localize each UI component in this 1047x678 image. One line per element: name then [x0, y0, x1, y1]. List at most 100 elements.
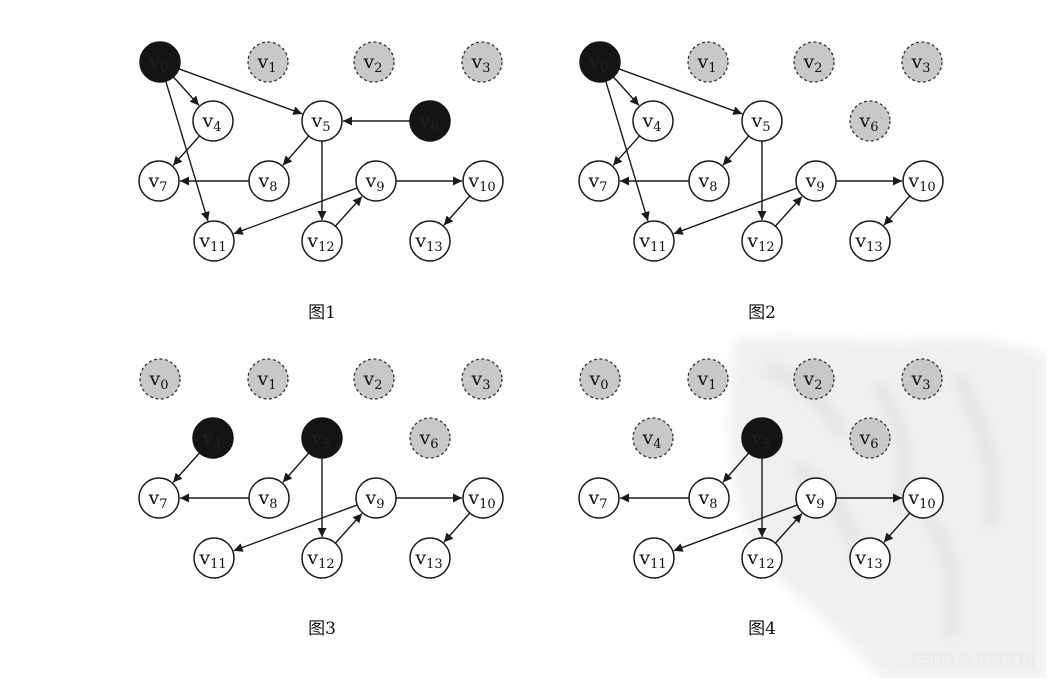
node-circle-v11: [193, 537, 235, 579]
node-v12: v12: [741, 537, 783, 579]
node-label-v4: v4: [201, 427, 221, 452]
node-circle-v9: [795, 160, 837, 202]
edge-v10-v13: [883, 195, 911, 226]
node-circle-v5: [301, 417, 343, 459]
node-circle-v2: [353, 41, 395, 83]
node-label-v2: v2: [802, 51, 822, 76]
node-label-v12: v12: [306, 547, 334, 572]
node-circle-v12: [301, 220, 343, 262]
node-label-v12: v12: [746, 230, 774, 255]
node-label-v6: v6: [858, 427, 878, 452]
node-circle-v13: [409, 220, 451, 262]
node-v10: v10: [902, 477, 944, 519]
edge-v4-v7: [172, 135, 201, 166]
node-circle-v1: [687, 41, 729, 83]
node-v0: v0: [579, 41, 621, 83]
node-circle-v7: [138, 160, 180, 202]
node-circle-v11: [633, 220, 675, 262]
node-circle-v4: [632, 100, 674, 142]
node-label-v2: v2: [802, 368, 822, 393]
edge-v4-v7: [612, 135, 641, 166]
edge-v4-v7: [172, 452, 201, 483]
node-v7: v7: [138, 160, 180, 202]
node-circle-v7: [578, 160, 620, 202]
edge-v9-v11: [673, 187, 798, 235]
node-v7: v7: [578, 477, 620, 519]
node-v6: v6: [849, 417, 891, 459]
node-v11: v11: [633, 220, 675, 262]
figure-caption-1: 图1: [308, 303, 336, 323]
node-circle-v2: [793, 41, 835, 83]
node-v13: v13: [409, 220, 451, 262]
node-circle-v10: [902, 160, 944, 202]
node-v0: v0: [139, 358, 181, 400]
node-label-v11: v11: [198, 230, 226, 255]
edge-v5-v8: [282, 452, 310, 483]
node-circle-v5: [741, 100, 783, 142]
node-label-v5: v5: [750, 427, 770, 452]
node-circle-v0: [579, 358, 621, 400]
node-circle-v0: [139, 41, 181, 83]
node-circle-v3: [901, 41, 943, 83]
node-label-v9: v9: [804, 487, 824, 512]
node-label-v13: v13: [854, 547, 882, 572]
node-v9: v9: [795, 160, 837, 202]
node-label-v11: v11: [198, 547, 226, 572]
node-label-v6: v6: [418, 110, 438, 135]
node-v10: v10: [462, 477, 504, 519]
node-label-v1: v1: [696, 51, 716, 76]
node-v2: v2: [793, 358, 835, 400]
node-label-v9: v9: [364, 487, 384, 512]
node-circle-v9: [355, 477, 397, 519]
node-circle-v9: [795, 477, 837, 519]
node-label-v3: v3: [910, 51, 930, 76]
node-label-v1: v1: [256, 51, 276, 76]
node-circle-v10: [462, 160, 504, 202]
node-v7: v7: [578, 160, 620, 202]
node-label-v0: v0: [588, 51, 608, 76]
node-circle-v0: [139, 358, 181, 400]
node-v2: v2: [353, 41, 395, 83]
node-circle-v4: [192, 100, 234, 142]
node-v1: v1: [687, 41, 729, 83]
node-circle-v6: [849, 417, 891, 459]
node-label-v4: v4: [641, 110, 661, 135]
node-label-v10: v10: [907, 170, 935, 195]
node-v6: v6: [849, 100, 891, 142]
node-label-v6: v6: [418, 427, 438, 452]
edge-v5-v8: [722, 135, 750, 166]
node-v8: v8: [688, 160, 730, 202]
node-circle-v13: [409, 537, 451, 579]
node-v3: v3: [901, 358, 943, 400]
node-v2: v2: [353, 358, 395, 400]
node-circle-v4: [632, 417, 674, 459]
node-v6: v6: [409, 100, 451, 142]
node-v6: v6: [409, 417, 451, 459]
node-v4: v4: [632, 100, 674, 142]
node-label-v9: v9: [804, 170, 824, 195]
node-circle-v3: [461, 358, 503, 400]
node-label-v13: v13: [414, 547, 442, 572]
node-label-v5: v5: [310, 110, 330, 135]
node-circle-v8: [248, 477, 290, 519]
node-label-v0: v0: [148, 368, 168, 393]
node-v11: v11: [633, 537, 675, 579]
edge-v10-v13: [443, 195, 471, 226]
node-circle-v2: [793, 358, 835, 400]
edge-v0-v4: [612, 76, 640, 106]
edge-v0-v5: [618, 68, 743, 115]
node-circle-v12: [301, 537, 343, 579]
node-v5: v5: [301, 417, 343, 459]
node-label-v11: v11: [638, 547, 666, 572]
node-circle-v11: [633, 537, 675, 579]
node-v10: v10: [902, 160, 944, 202]
node-v4: v4: [632, 417, 674, 459]
node-label-v3: v3: [910, 368, 930, 393]
node-label-v1: v1: [256, 368, 276, 393]
edge-v9-v11: [233, 187, 358, 235]
edge-v5-v8: [722, 452, 750, 483]
node-label-v4: v4: [201, 110, 221, 135]
node-circle-v8: [688, 160, 730, 202]
